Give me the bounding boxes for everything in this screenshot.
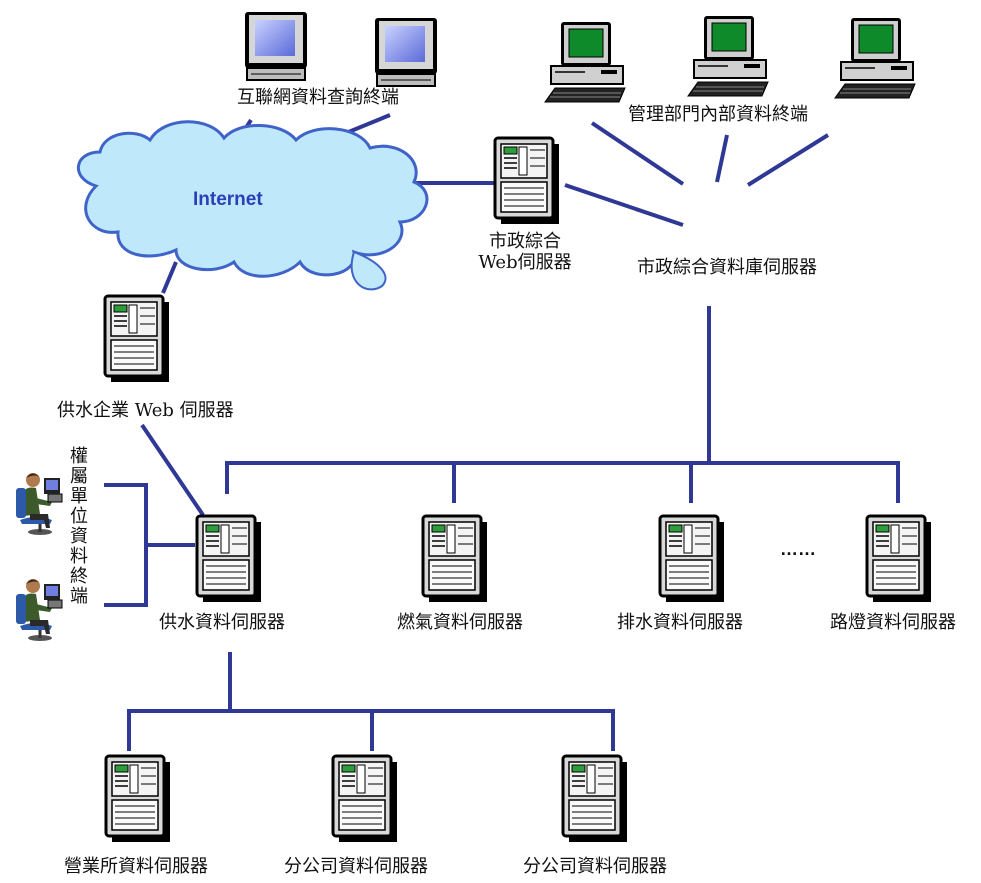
mgmt-terminal-pc-2: [687, 15, 769, 97]
sales-server-icon: [104, 754, 172, 844]
branch-server-1-icon: [331, 754, 399, 844]
internet-label: Internet: [193, 189, 263, 210]
authority-worker-1-icon: [14, 471, 64, 537]
link-cloud-waterweb: [161, 261, 178, 294]
branch-server-2-icon: [561, 754, 629, 844]
water-web-server-icon: [103, 294, 171, 384]
mgmt-terminal-pc-3: [834, 17, 916, 99]
city-web-server-label: 市政綜合 Web伺服器: [460, 231, 590, 273]
connection-lines: [104, 113, 900, 751]
street-light-server-icon: [865, 514, 933, 604]
link-mgmt2-db: [715, 134, 729, 183]
authority-terminal-label: 權屬單位資料終端: [67, 446, 88, 606]
city-db-server-label: 市政綜合資料庫伺服器: [637, 257, 817, 278]
drain-data-server-label: 排水資料伺服器: [617, 612, 743, 633]
mgmt-terminal-pc-1: [544, 21, 626, 103]
branch-server-2-label: 分公司資料伺服器: [523, 856, 667, 877]
gas-data-server-label: 燃氣資料伺服器: [397, 612, 523, 633]
city-web-server-icon: [493, 136, 561, 226]
internet-terminal-monitor-1: [244, 11, 308, 81]
authority-worker-2-icon: [14, 577, 64, 643]
link-cityweb-citydb: [564, 183, 684, 227]
city-web-server-label-line1: 市政綜合: [489, 231, 561, 252]
sales-server-label: 營業所資料伺服器: [64, 856, 208, 877]
water-data-server-label: 供水資料伺服器: [159, 612, 285, 633]
drain-data-server-icon: [658, 514, 726, 604]
internet-cloud: [76, 120, 429, 291]
mgmt-terminal-label: 管理部門內部資料終端: [628, 104, 808, 125]
link-waterweb-waterdata: [140, 423, 205, 517]
branch-server-1-label: 分公司資料伺服器: [284, 856, 428, 877]
street-light-server-label: 路燈資料伺服器: [830, 612, 956, 633]
gas-data-server-icon: [421, 514, 489, 604]
water-web-server-label: 供水企業 Web 伺服器: [57, 400, 234, 421]
more-servers-ellipsis: ……: [780, 539, 816, 559]
city-data-bus: [225, 461, 900, 503]
city-web-server-label-line2: Web伺服器: [478, 251, 572, 273]
link-mgmt1-db: [590, 121, 685, 186]
authority-bracket: [104, 483, 148, 607]
internet-terminal-label: 互聯網資料查詢終端: [237, 87, 399, 108]
internet-terminal-monitor-2: [374, 17, 438, 87]
link-mgmt3-db: [746, 133, 830, 187]
water-data-server-icon: [195, 514, 263, 604]
